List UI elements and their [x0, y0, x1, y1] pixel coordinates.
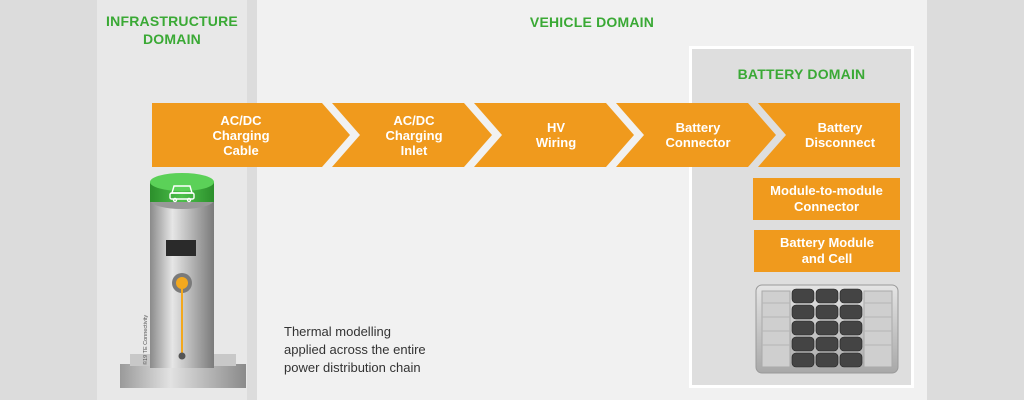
- thermal-modelling-note: Thermal modelling applied across the ent…: [284, 324, 426, 375]
- battery-cell: [791, 336, 815, 352]
- battery-cell: [815, 288, 839, 304]
- battery-cell: [839, 304, 863, 320]
- battery-cell: [791, 304, 815, 320]
- station-cap-top: [150, 173, 214, 191]
- cable-plug: [178, 352, 186, 360]
- charging-station-illustration: ©19 TE Connectivity: [120, 173, 246, 388]
- battery-cell: [839, 288, 863, 304]
- flow-step-hv-wiring: HV Wiring: [474, 103, 634, 167]
- battery-cell: [815, 336, 839, 352]
- vehicle-domain-title: VEHICLE DOMAIN: [529, 14, 655, 30]
- battery-cell: [791, 288, 815, 304]
- charging-socket: [176, 277, 188, 289]
- battery-module-cell-box: Battery Module and Cell: [754, 230, 900, 272]
- battery-end-plate-right: [863, 290, 893, 368]
- battery-cell: [815, 320, 839, 336]
- battery-pack-illustration: [755, 284, 899, 374]
- flow-step-charging-inlet: AC/DC Charging Inlet: [332, 103, 492, 167]
- battery-cell: [815, 304, 839, 320]
- battery-cell: [839, 336, 863, 352]
- power-distribution-flow: AC/DC Charging Cable AC/DC Charging Inle…: [152, 103, 900, 167]
- battery-cell: [791, 320, 815, 336]
- car-icon: [169, 185, 195, 203]
- flow-step-battery-connector: Battery Connector: [616, 103, 776, 167]
- battery-cell: [791, 352, 815, 368]
- battery-cell: [839, 320, 863, 336]
- station-display: [166, 240, 196, 256]
- battery-cells: [791, 288, 863, 368]
- battery-cell: [839, 352, 863, 368]
- station-copyright: ©19 TE Connectivity: [142, 315, 149, 365]
- module-to-module-connector-box: Module-to-module Connector: [753, 178, 900, 220]
- infrastructure-domain-title: INFRASTRUCTURE DOMAIN: [106, 13, 238, 47]
- battery-domain-title: BATTERY DOMAIN: [737, 66, 866, 82]
- flow-step-charging-cable: AC/DC Charging Cable: [152, 103, 350, 167]
- battery-end-plate-left: [761, 290, 791, 368]
- flow-step-battery-disconnect: Battery Disconnect: [758, 103, 900, 167]
- battery-cell: [815, 352, 839, 368]
